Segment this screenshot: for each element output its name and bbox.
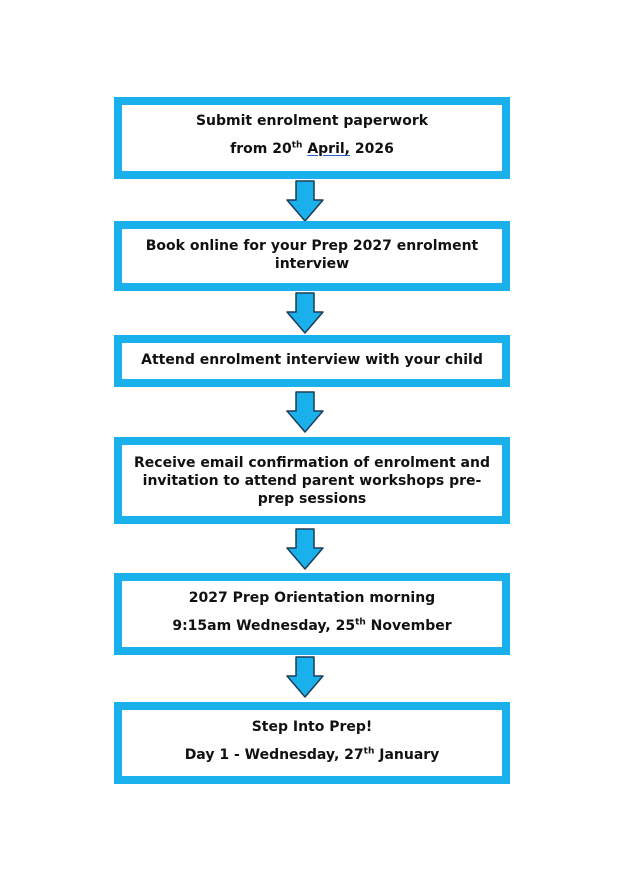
step-book-interview: Book online for your Prep 2027 enrolment…	[114, 221, 510, 291]
step-date: from 20th April, 2026	[230, 140, 394, 157]
down-arrow-icon	[286, 180, 324, 222]
step-orientation-morning: 2027 Prep Orientation morning 9:15am Wed…	[114, 573, 510, 655]
step-into-prep: Step Into Prep! Day 1 - Wednesday, 27th …	[114, 702, 510, 784]
step-submit-paperwork: Submit enrolment paperwork from 20th Apr…	[114, 97, 510, 179]
step-date-month: April,	[307, 141, 350, 157]
step-title: Step Into Prep!	[251, 719, 373, 735]
down-arrow-icon	[286, 391, 324, 433]
down-arrow-icon	[286, 292, 324, 334]
step-attend-interview: Attend enrolment interview with your chi…	[114, 335, 510, 387]
step-title: Receive email confirmation of enrolment …	[134, 455, 490, 507]
step-title: Attend enrolment interview with your chi…	[141, 352, 483, 368]
step-title: Submit enrolment paperwork	[195, 113, 429, 129]
step-email-confirmation: Receive email confirmation of enrolment …	[114, 437, 510, 524]
step-title: Book online for your Prep 2027 enrolment…	[145, 238, 479, 272]
down-arrow-icon	[286, 656, 324, 698]
step-date: 9:15am Wednesday, 25th November	[172, 617, 452, 634]
step-title: 2027 Prep Orientation morning	[188, 590, 436, 606]
step-date: Day 1 - Wednesday, 27th January	[184, 746, 440, 763]
down-arrow-icon	[286, 528, 324, 570]
